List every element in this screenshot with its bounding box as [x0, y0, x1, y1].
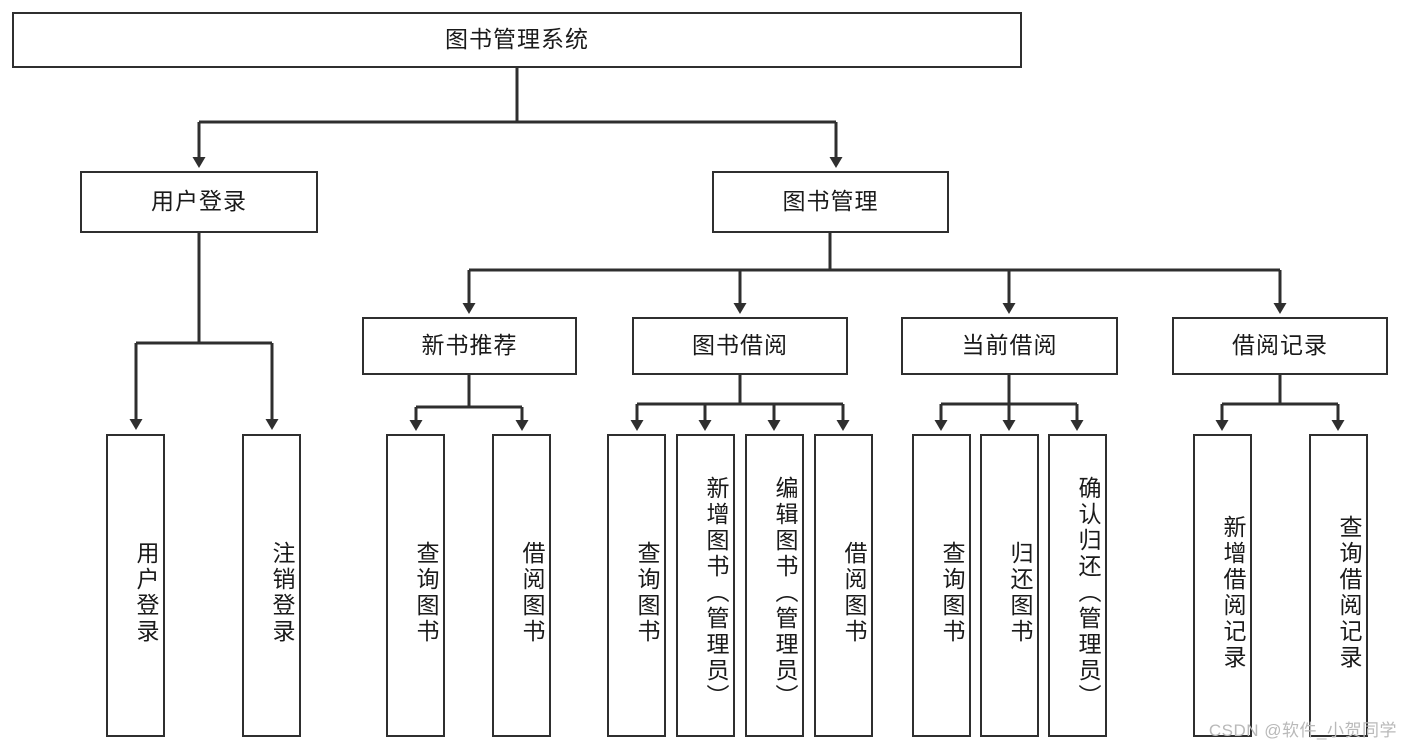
node-label: 新增借阅记录 — [1220, 514, 1246, 671]
node-leaf-add-book-admin[interactable]: 新增图书（管理员） — [676, 434, 735, 737]
node-leaf-return-book[interactable]: 归还图书 — [980, 434, 1039, 737]
node-book-management[interactable]: 图书管理 — [712, 171, 949, 233]
node-label: 编辑图书（管理员） — [772, 475, 798, 710]
node-new-book-recommend[interactable]: 新书推荐 — [362, 317, 577, 375]
node-label: 借阅记录 — [1232, 332, 1328, 359]
node-label: 新书推荐 — [421, 332, 518, 359]
node-leaf-borrow-book[interactable]: 借阅图书 — [814, 434, 873, 737]
node-label: 用户登录 — [151, 188, 247, 215]
node-label: 查询图书 — [413, 540, 439, 645]
node-label: 借阅图书 — [841, 540, 867, 645]
node-borrow-record[interactable]: 借阅记录 — [1172, 317, 1388, 375]
node-leaf-query-book-current[interactable]: 查询图书 — [912, 434, 971, 737]
node-book-borrow[interactable]: 图书借阅 — [632, 317, 848, 375]
node-leaf-edit-book-admin[interactable]: 编辑图书（管理员） — [745, 434, 804, 737]
node-current-borrow[interactable]: 当前借阅 — [901, 317, 1118, 375]
node-label: 用户登录 — [133, 540, 159, 645]
node-leaf-confirm-return-admin[interactable]: 确认归还（管理员） — [1048, 434, 1107, 737]
node-leaf-query-book-recommend[interactable]: 查询图书 — [386, 434, 445, 737]
node-label: 查询借阅记录 — [1336, 514, 1362, 671]
node-label: 当前借阅 — [961, 332, 1058, 359]
node-label: 注销登录 — [269, 540, 295, 645]
node-label: 查询图书 — [634, 540, 660, 645]
node-label: 查询图书 — [939, 540, 965, 645]
node-leaf-query-borrow-record[interactable]: 查询借阅记录 — [1309, 434, 1368, 737]
node-label: 图书管理 — [782, 188, 879, 215]
node-label: 新增图书（管理员） — [703, 475, 729, 710]
node-label: 归还图书 — [1007, 540, 1033, 645]
node-leaf-add-borrow-record[interactable]: 新增借阅记录 — [1193, 434, 1252, 737]
node-leaf-borrow-book-recommend[interactable]: 借阅图书 — [492, 434, 551, 737]
node-label: 借阅图书 — [519, 540, 545, 645]
node-leaf-logout[interactable]: 注销登录 — [242, 434, 301, 737]
node-leaf-query-book-borrow[interactable]: 查询图书 — [607, 434, 666, 737]
node-user-login[interactable]: 用户登录 — [80, 171, 318, 233]
node-label: 图书管理系统 — [445, 26, 589, 53]
node-label: 确认归还（管理员） — [1075, 475, 1101, 710]
node-label: 图书借阅 — [692, 332, 788, 359]
node-leaf-user-login[interactable]: 用户登录 — [106, 434, 165, 737]
node-root-book-management-system[interactable]: 图书管理系统 — [12, 12, 1022, 68]
